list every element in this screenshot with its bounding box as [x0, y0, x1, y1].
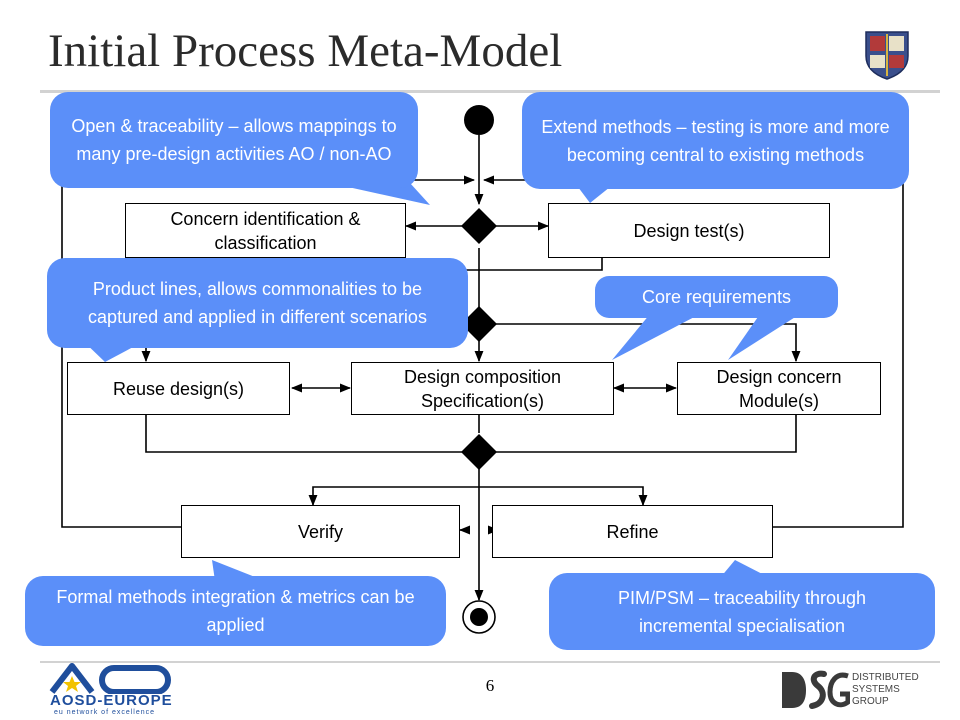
- design-tests-box: Design test(s): [548, 203, 830, 258]
- design-composition-box: Design composition Specification(s): [351, 362, 614, 415]
- verify-box: Verify: [181, 505, 460, 558]
- decision-diamond: [461, 434, 497, 470]
- design-concern-modules-box: Design concern Module(s): [677, 362, 881, 415]
- callout-extend-methods: Extend methods – testing is more and mor…: [522, 92, 909, 189]
- callout-product-lines: Product lines, allows commonalities to b…: [47, 258, 468, 348]
- title-rule: [40, 90, 940, 93]
- refine-box: Refine: [492, 505, 773, 558]
- callout-open-traceability: Open & traceability – allows mappings to…: [50, 92, 418, 188]
- dsg-logo: [782, 670, 850, 709]
- aosd-logo-tagline: eu network of excellence: [54, 709, 156, 716]
- start-node: [464, 105, 494, 135]
- footer-rule: [40, 661, 940, 663]
- callout-tails: [80, 183, 800, 581]
- callout-formal-methods: Formal methods integration & metrics can…: [25, 576, 446, 646]
- decision-diamond: [461, 306, 497, 342]
- aosd-europe-logo: [49, 663, 171, 694]
- page-number: 6: [485, 676, 495, 695]
- concern-identification-box: Concern identification & classification: [125, 203, 406, 258]
- slide-title: Initial Process Meta-Model: [48, 25, 563, 77]
- aosd-logo-text: AOSD-EUROPE: [50, 692, 173, 709]
- callout-core-requirements: Core requirements: [595, 276, 838, 318]
- university-crest-icon: [865, 31, 909, 80]
- decision-diamond: [461, 208, 497, 244]
- reuse-designs-box: Reuse design(s): [67, 362, 290, 415]
- callout-pim-psm: PIM/PSM – traceability through increment…: [549, 573, 935, 650]
- dsg-logo-text: DISTRIBUTED SYSTEMS GROUP: [852, 672, 919, 707]
